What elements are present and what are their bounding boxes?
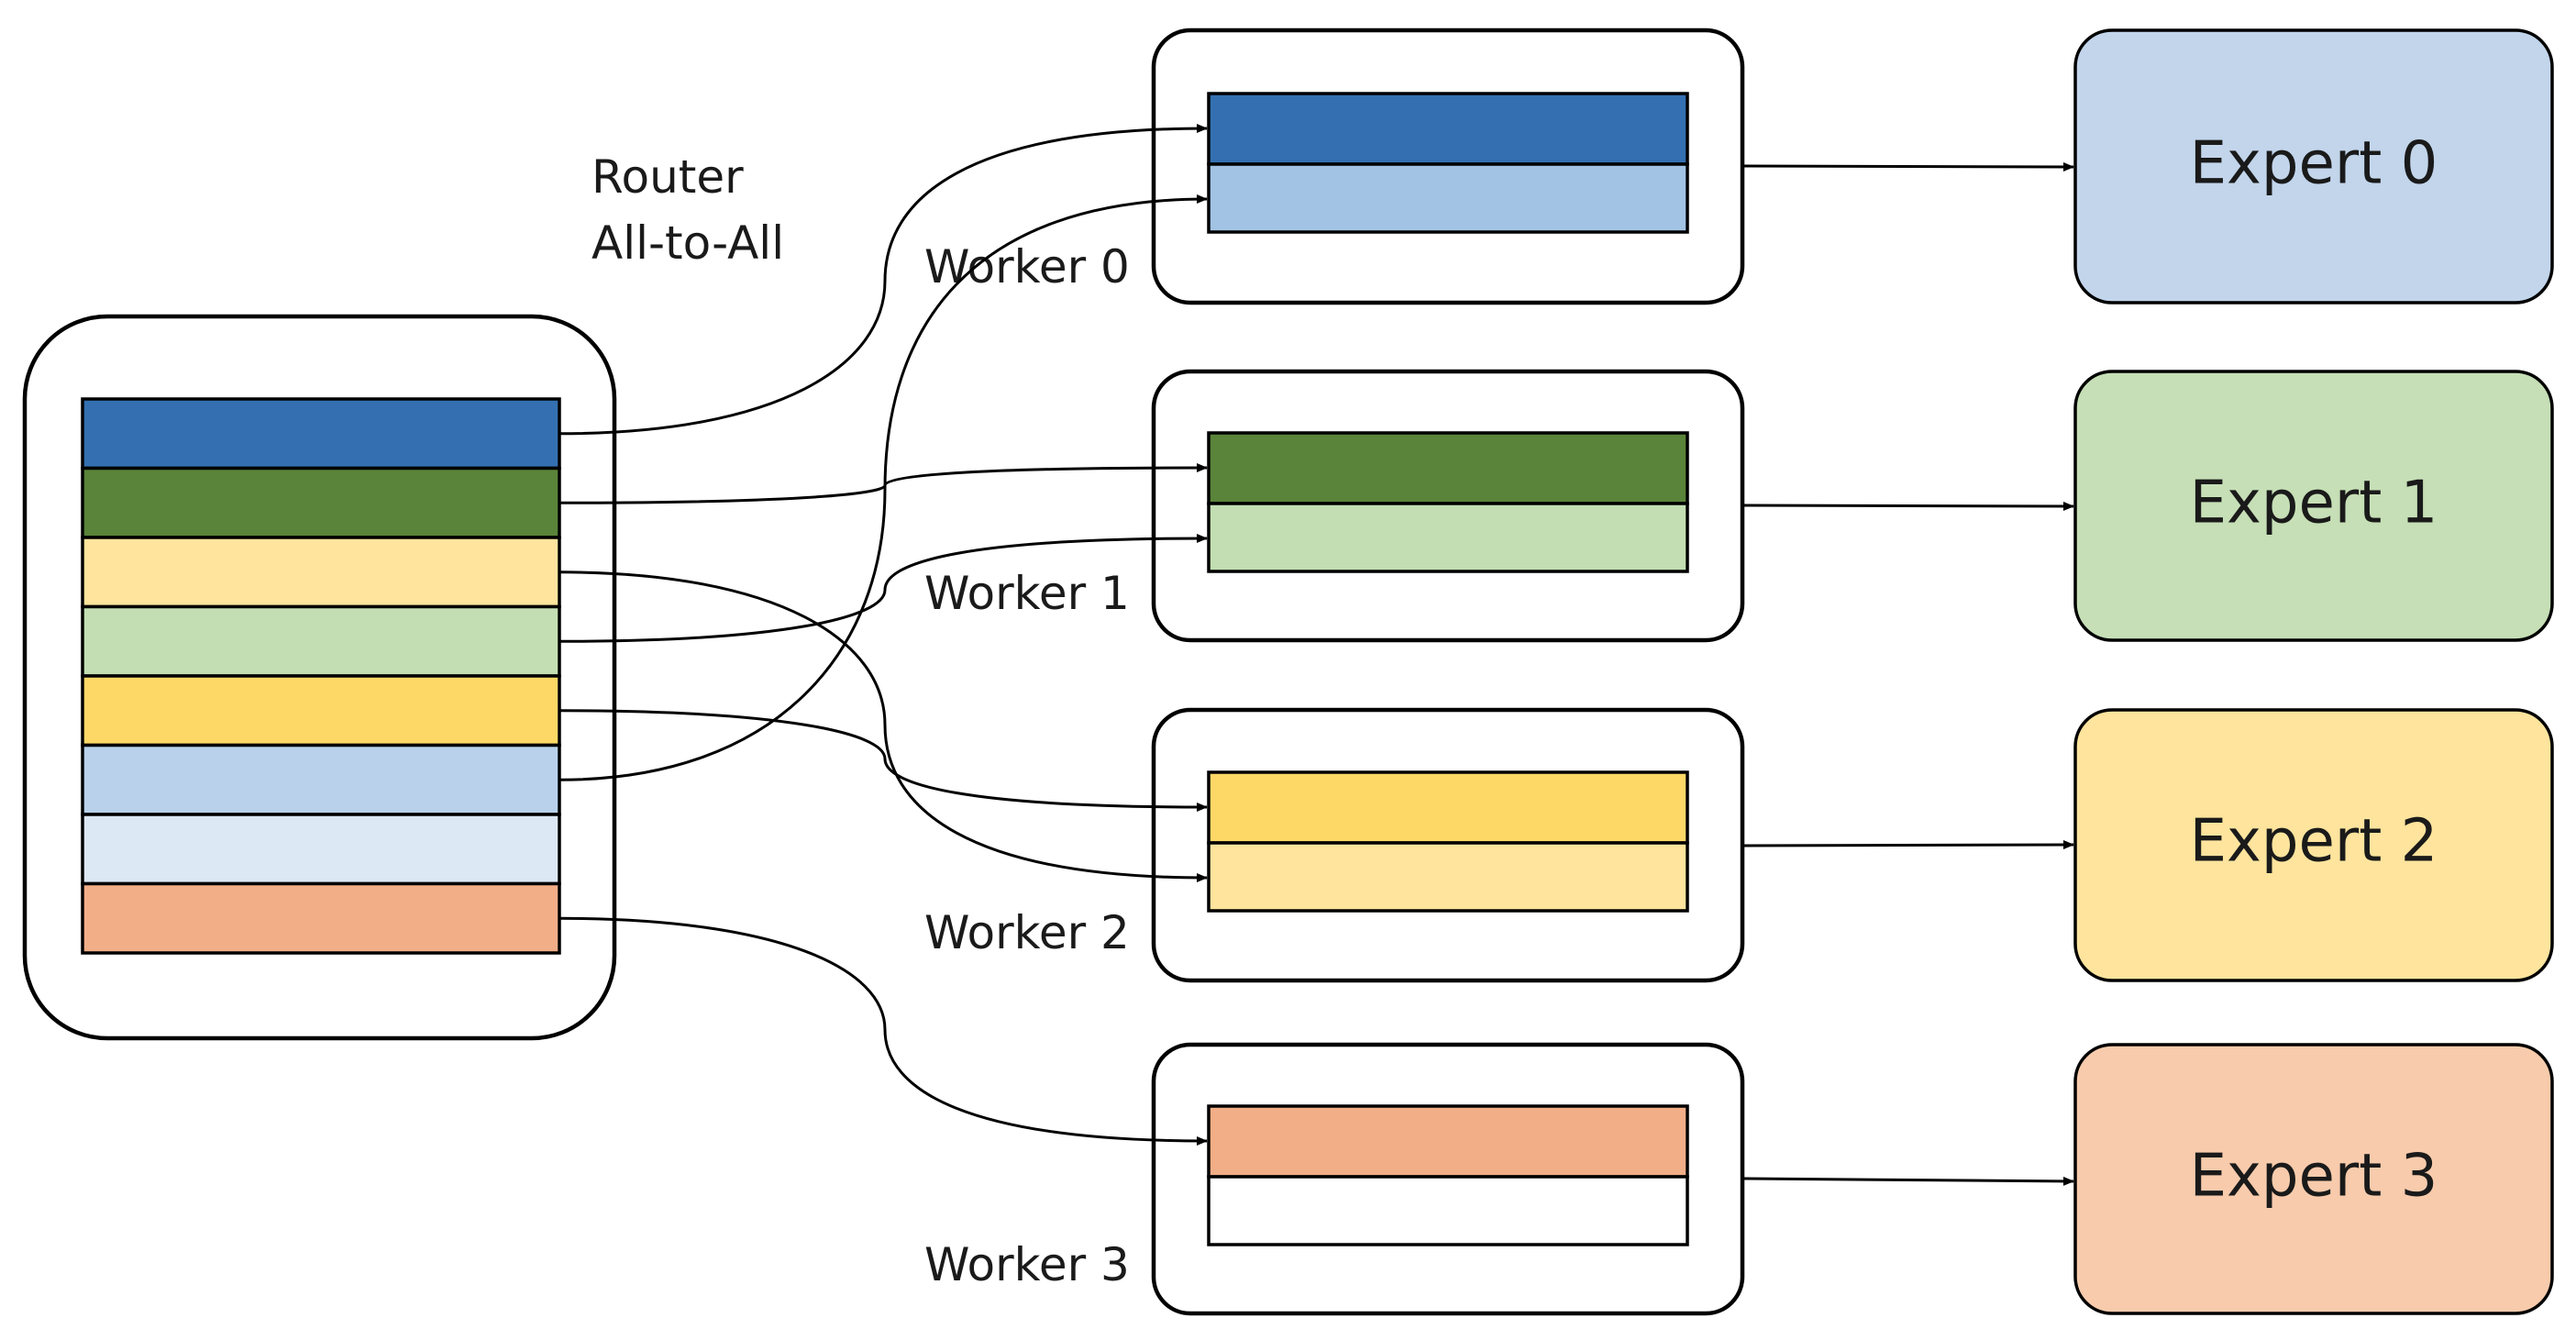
- expert-0: Expert 0: [2073, 28, 2554, 305]
- token-row: [81, 536, 561, 609]
- router-label: Router All-to-All: [591, 150, 784, 270]
- token-row: [81, 604, 561, 678]
- expert-box: [2073, 708, 2554, 982]
- expert-label: Expert 2: [2190, 808, 2438, 876]
- router-label-line1: Router: [591, 150, 744, 204]
- worker-slot: [1207, 431, 1689, 505]
- route-arrow: [558, 463, 1208, 504]
- route-arrow: [558, 534, 1208, 643]
- worker-slot: [1207, 1175, 1689, 1246]
- worker-label: Worker 2: [924, 906, 1130, 959]
- token-stack: [81, 397, 561, 955]
- router-label-line2: All-to-All: [591, 216, 784, 270]
- token-row: [81, 881, 561, 955]
- expert-3: Expert 3: [2073, 1043, 2554, 1315]
- worker-to-expert-arrow: [1741, 501, 2074, 511]
- worker-slot: [1207, 502, 1689, 573]
- expert-2: Expert 2: [2073, 708, 2554, 982]
- route-arrow: [558, 194, 1208, 781]
- worker-1: [1151, 369, 1745, 643]
- worker-slot: [1207, 841, 1689, 913]
- expert-label: Expert 0: [2190, 130, 2438, 198]
- worker-to-expert-arrow: [1741, 840, 2074, 850]
- expert-1: Expert 1: [2073, 370, 2554, 642]
- token-row: [81, 397, 561, 471]
- worker-3: [1151, 1042, 1745, 1316]
- worker-label: Worker 3: [924, 1238, 1130, 1291]
- worker-2: [1151, 707, 1745, 983]
- worker-to-expert-arrow: [1741, 161, 2074, 172]
- worker-to-expert-arrow: [1741, 1176, 2074, 1186]
- token-row: [81, 813, 561, 886]
- worker-slot: [1207, 162, 1689, 234]
- worker-slot: [1207, 770, 1689, 845]
- expert-box: [2073, 370, 2554, 642]
- worker-slot: [1207, 92, 1689, 166]
- token-row: [81, 466, 561, 539]
- expert-box: [2073, 28, 2554, 305]
- route-arrow: [558, 916, 1208, 1146]
- expert-box: [2073, 1043, 2554, 1315]
- token-row: [81, 743, 561, 816]
- worker-0: [1151, 28, 1745, 305]
- worker-slot: [1207, 1104, 1689, 1179]
- route-links: [558, 124, 1208, 1146]
- route-arrow: [558, 124, 1208, 436]
- route-arrow: [558, 709, 1208, 812]
- token-row: [81, 674, 561, 748]
- route-arrow: [558, 570, 1208, 882]
- worker-label: Worker 0: [924, 240, 1130, 293]
- expert-label: Expert 1: [2190, 470, 2438, 537]
- expert-label: Expert 3: [2190, 1143, 2438, 1211]
- worker-label: Worker 1: [924, 567, 1130, 620]
